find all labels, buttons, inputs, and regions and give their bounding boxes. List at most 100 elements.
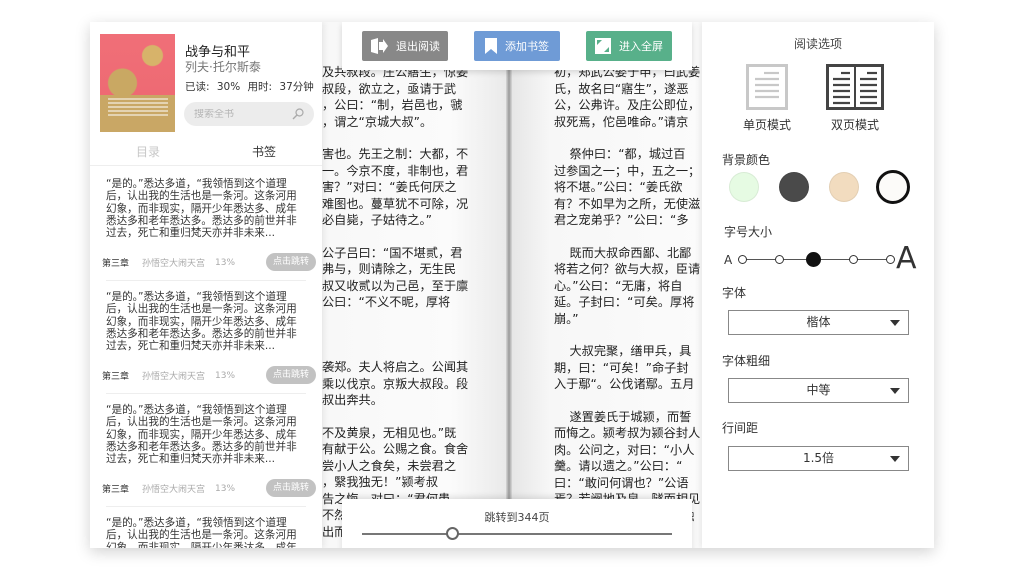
fullscreen-icon [595,38,611,54]
book-author: 列夫·托尔斯泰 [185,60,261,74]
bookmark-section: 孙悟空大闹天宫 [142,259,206,269]
chevron-down-icon [890,320,900,326]
book-title: 战争与和平 [185,45,251,60]
search-box[interactable] [184,102,314,126]
font-size-step-5[interactable] [886,255,895,264]
right-page-text: 初，郑武公娶于申，曰武姜 氏，故名曰“寤生”，遂恶 公，公弗许。及庄公即位， 叔… [554,64,700,548]
font-size-label: 字号大小 [724,225,773,239]
page-paragraph: 害也。先王之制：大都，不 一。今京不度，非制也，君 害？”对曰：“姜氏何厌之 难… [322,147,469,227]
reading-options-panel: 阅读选项 单页模式 [702,22,934,548]
book-spread: 及共叔段。庄公寤生，惊姜 叔段，欲立之，亟请于武 ，公曰：“制，岩邑也，虢 ，谓… [322,22,702,548]
background-color-swatches [729,170,910,206]
font-size-large-icon: A [896,241,917,276]
single-page-mode-button[interactable]: 单页模式 [732,64,802,133]
bookmark-item: “是的。”悉达多道，“我领悟到这个道理后，认出我的生活也是一条河。这条河用幻象，… [102,394,316,507]
double-page-mode-button[interactable]: 双页模式 [820,64,890,133]
add-bookmark-button[interactable]: 添加书签 [474,31,560,61]
options-title: 阅读选项 [793,37,842,51]
font-size-slider[interactable]: A A [724,241,924,277]
page-paragraph: 及共叔段。庄公寤生，惊姜 叔段，欲立之，亟请于武 ，公曰：“制，岩邑也，虢 ，谓… [322,65,469,129]
bookmark-chapter: 第三章 [102,485,130,495]
book-spine [506,22,512,548]
page-paragraph: 祭仲曰：“都，城过百 过参国之一；中，五之一； 将不堪。”公曰：“姜氏欲 有？不… [554,147,701,227]
bookmark-percent: 13% [215,370,236,381]
bookmark-chapter: 第三章 [102,372,130,382]
page-paragraph: 袭郑。夫人将启之。公闻其 乘以伐京。京叛大叔段。段 叔出奔共。 [322,360,469,407]
font-size-small-icon: A [724,253,733,267]
bookmark-icon [485,38,497,54]
bookmark-item: “是的。”悉达多道，“我领悟到这个道理后，认出我的生活也是一条河。这条河用幻象，… [102,281,316,394]
tab-bookmarks[interactable]: 书签 [251,145,276,159]
bookmark-jump-button[interactable]: 点击跳转 [266,366,316,384]
reading-stats: 已读: 30% 用时: 37分钟 [185,81,314,93]
swatch-white-selected[interactable] [876,170,910,204]
font-size-step-4[interactable] [849,255,858,264]
bookmark-item: “是的。”悉达多道，“我领悟到这个道理后，认出我的生活也是一条河。这条河用幻象，… [102,168,316,281]
search-icon[interactable] [292,105,304,124]
font-family-label: 字体 [722,286,747,300]
font-weight-select[interactable]: 中等 [728,378,909,403]
search-input[interactable] [194,108,292,120]
bookmark-excerpt: “是的。”悉达多道，“我领悟到这个道理后，认出我的生活也是一条河。这条河用幻象，… [106,517,297,548]
bookmark-meta: 第三章 孙悟空大闹天宫 13% 点击跳转 [102,479,316,497]
bookmark-excerpt: “是的。”悉达多道，“我领悟到这个道理后，认出我的生活也是一条河。这条河用幻象，… [106,178,297,240]
swatch-light-green[interactable] [729,172,759,202]
font-size-step-3-selected[interactable] [806,252,821,267]
top-toolbar: 退出阅读 添加书签 进入全屏 [342,22,692,70]
single-page-icon [732,64,802,110]
left-page-text: 及共叔段。庄公寤生，惊姜 叔段，欲立之，亟请于武 ，公曰：“制，岩邑也，虢 ，谓… [322,64,468,548]
line-spacing-value: 1.5倍 [802,451,835,465]
left-sidebar: 战争与和平 列夫·托尔斯泰 已读: 30% 用时: 37分钟 目录 书签 “是的… [90,22,322,548]
page-jump-bar: 跳转到344页 [342,499,692,548]
page-paragraph: 大叔完聚，缮甲兵，具 期，曰：“可矣！”命子封 入于鄢“。公伐诸鄢。五月 [554,344,695,391]
exit-icon [370,38,388,54]
fullscreen-label: 进入全屏 [619,40,663,53]
line-spacing-select[interactable]: 1.5倍 [728,446,909,471]
exit-reading-button[interactable]: 退出阅读 [362,31,448,61]
bookmark-percent: 13% [215,483,236,494]
line-spacing-label: 行间距 [722,421,759,435]
page-paragraph [322,327,468,344]
page-paragraph: 既而大叔命西鄙、北鄙 将若之何？欲与大叔，臣请 心。”公曰：“无庸，将自 延。子… [554,245,701,326]
add-bookmark-label: 添加书签 [505,40,549,53]
page-paragraph: 初，郑武公娶于申，曰武姜 氏，故名曰“寤生”，遂恶 公，公弗许。及庄公即位， 叔… [554,65,701,129]
font-family-select[interactable]: 楷体 [728,310,909,335]
font-family-value: 楷体 [806,315,831,329]
font-size-step-2[interactable] [775,255,784,264]
bookmark-item: “是的。”悉达多道，“我领悟到这个道理后，认出我的生活也是一条河。这条河用幻象，… [106,507,306,548]
exit-reading-label: 退出阅读 [396,40,440,53]
page-slider-track[interactable] [362,533,672,535]
book-cover [100,34,175,132]
bookmark-meta: 第三章 孙悟空大闹天宫 13% 点击跳转 [102,253,316,271]
font-size-step-1[interactable] [738,255,747,264]
right-page: 初，郑武公娶于申，曰武姜 氏，故名曰“寤生”，遂恶 公，公弗许。及庄公即位， 叔… [512,22,702,548]
double-page-icon [820,64,890,110]
page-slider-thumb[interactable] [445,527,459,540]
bookmark-excerpt: “是的。”悉达多道，“我领悟到这个道理后，认出我的生活也是一条河。这条河用幻象，… [106,404,297,466]
font-weight-value: 中等 [806,383,831,397]
bookmark-section: 孙悟空大闹天宫 [142,485,206,495]
double-page-mode-label: 双页模式 [830,118,879,132]
bookmark-jump-button[interactable]: 点击跳转 [266,479,316,497]
tab-contents[interactable]: 目录 [135,145,160,159]
background-color-label: 背景颜色 [722,153,771,167]
chevron-down-icon [890,388,900,394]
font-weight-label: 字体粗细 [722,354,771,368]
sidebar-tabs: 目录 书签 [90,138,322,166]
swatch-beige[interactable] [829,172,859,202]
single-page-mode-label: 单页模式 [742,118,791,132]
bookmark-section: 孙悟空大闹天宫 [142,372,206,382]
chevron-down-icon [890,456,900,462]
bookmark-percent: 13% [215,257,236,268]
page-paragraph: 公子吕曰：“国不堪贰，君 弗与，则请除之，无生民 叔又收贰以为己邑，至于廪 公曰… [322,245,469,310]
bookmark-jump-button[interactable]: 点击跳转 [266,253,316,271]
bookmark-excerpt: “是的。”悉达多道，“我领悟到这个道理后，认出我的生活也是一条河。这条河用幻象，… [106,291,297,353]
bookmark-chapter: 第三章 [102,259,130,269]
left-page: 及共叔段。庄公寤生，惊姜 叔段，欲立之，亟请于武 ，公曰：“制，岩邑也，虢 ，谓… [322,22,506,548]
jump-page-label: 跳转到344页 [484,511,550,524]
reader-window: 及共叔段。庄公寤生，惊姜 叔段，欲立之，亟请于武 ，公曰：“制，岩邑也，虢 ，谓… [90,22,934,548]
bookmark-list: “是的。”悉达多道，“我领悟到这个道理后，认出我的生活也是一条河。这条河用幻象，… [90,168,322,548]
fullscreen-button[interactable]: 进入全屏 [586,31,672,61]
bookmark-meta: 第三章 孙悟空大闹天宫 13% 点击跳转 [102,366,316,384]
swatch-dark-gray[interactable] [779,172,809,202]
